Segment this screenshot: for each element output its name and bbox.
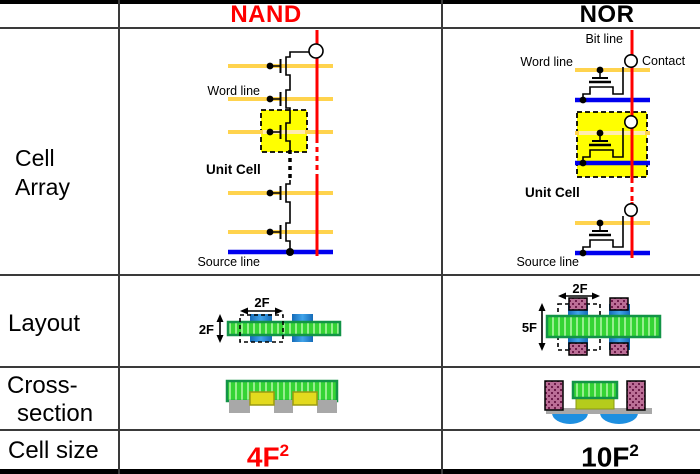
nor-layout-diagram: 2F 5F [522,281,662,356]
nand-unit-cell-label: Unit Cell [206,162,261,177]
nor-cross-substrate-bar [546,408,652,414]
nor-contact-icons [624,53,639,218]
nor-unit-cell-label: Unit Cell [525,185,580,200]
nor-layout-active-area [545,314,662,339]
nor-cross-contact-plugs [544,380,646,411]
nand-cross-section-diagram [225,379,339,413]
nand-layout-active-area [226,320,342,337]
nand-source-junction-dot [286,248,294,256]
nor-layout-width-label: 2F [572,281,587,296]
nor-cross-section-diagram [544,380,652,424]
cross-section-label-line2: section [17,400,94,427]
nor-source-line-label: Source line [516,255,579,269]
nand-cross-substrate-blocks [229,400,337,413]
row-label-layout: Layout [8,310,81,337]
nor-contact-label: Contact [642,54,686,68]
nand-cell-array-diagram: Word line Unit Cell Source line [197,30,333,269]
nor-cell-size-base: 10F [581,441,630,473]
cell-array-label-line1: Cell [15,145,55,171]
nor-cell-size-exponent: 2 [629,441,639,460]
row-label-cell-array: Cell Array [15,144,70,202]
nand-transistor-gates [266,59,282,239]
nand-layout-height-label: 2F [199,322,214,337]
nand-cell-size-value: 4F2 [120,433,416,473]
grid-line-labels-col [118,0,120,474]
table-top-border [0,0,700,4]
nor-transistors [579,66,624,257]
row-label-cell-size: Cell size [8,437,99,464]
grid-line-layout [0,366,700,368]
nor-cross-control-gate [571,380,619,400]
nor-cross-diffusion-regions [552,413,638,424]
nand-layout-diagram: 2F 2F [199,295,342,343]
grid-line-cellarray [0,274,700,276]
nand-string-wiring [285,51,310,252]
nand-cell-size-base: 4F [246,441,280,473]
grid-line-header [0,27,700,29]
nand-bitline-contact-icon [308,43,324,59]
nor-transistor-1 [579,66,624,104]
nor-bit-line-label: Bit line [585,32,623,46]
row-label-cross-section: Cross- section [7,372,93,428]
grid-line-nand-nor [441,0,443,474]
nor-cell-array-diagram: Bit line Word line Contact Unit Cell Sou… [516,30,686,269]
nand-layout-width-arrow [240,307,283,315]
nor-transistor-2 [579,128,624,167]
nand-layout-height-arrow [216,314,224,343]
nor-transistor-3 [579,216,624,257]
nand-source-line-label: Source line [197,255,260,269]
nor-cell-size-value: 10F2 [480,433,700,473]
nand-cross-floating-gates [249,391,318,406]
nor-layout-height-arrow [538,303,546,351]
nand-word-line-label: Word line [207,84,260,98]
nor-column-header: NOR [579,1,635,28]
nor-source-lines [575,97,650,256]
cross-section-label-line1: Cross- [7,372,78,399]
nand-cross-control-gate [225,379,339,403]
nor-layout-height-label: 5F [522,320,537,335]
nor-word-line-label: Word line [520,55,573,69]
table-bottom-border [0,469,700,474]
grid-line-crosssection [0,429,700,431]
nor-layout-width-arrow [558,292,600,300]
nand-column-header: NAND [230,1,302,28]
nand-cell-size-exponent: 2 [279,441,290,460]
nand-layout-width-label: 2F [254,295,269,310]
nor-layout-contacts [568,297,629,356]
cell-array-label-line2: Array [15,174,70,200]
nand-layout-unit-cell-outline [239,314,284,343]
